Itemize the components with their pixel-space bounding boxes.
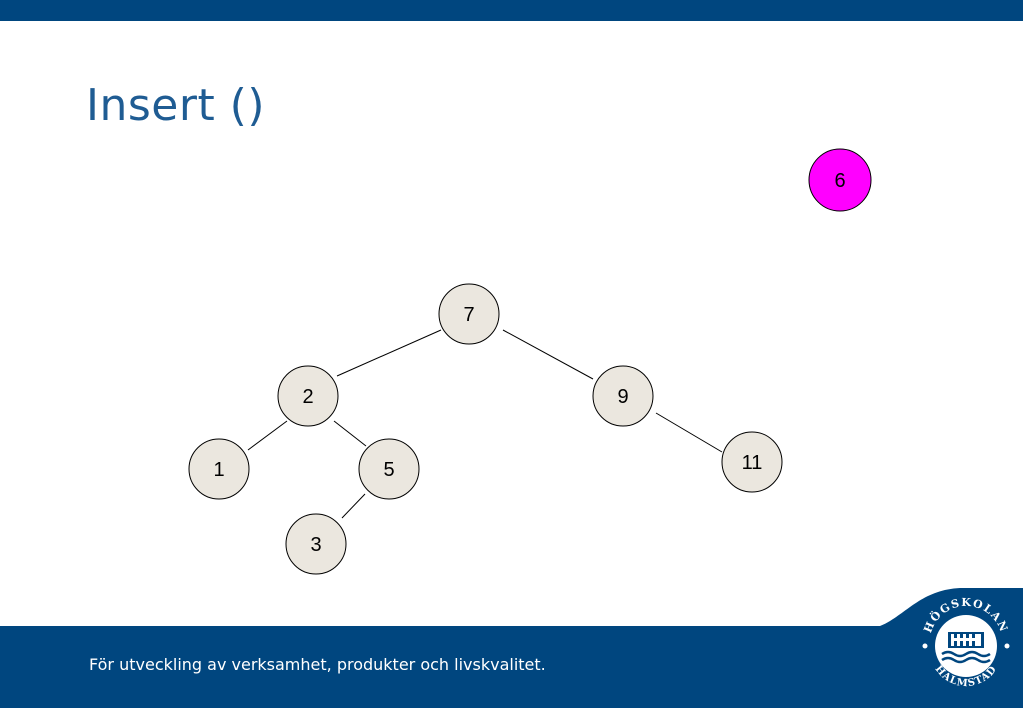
tree-node-1: 1: [188, 438, 250, 500]
node-label: 9: [617, 386, 628, 408]
node-label: 11: [742, 452, 763, 474]
tree-node-7: 7: [438, 283, 500, 345]
node-label: 7: [463, 304, 474, 326]
edge-2-5: [333, 420, 367, 447]
hogskolan-halmstad-logo: HÖGSKOLAN HALMSTAD: [921, 596, 1010, 689]
node-label: 1: [213, 459, 224, 481]
footer-slogan: För utveckling av verksamhet, produkter …: [89, 655, 546, 674]
node-label: 2: [302, 386, 313, 408]
node-label: 6: [834, 170, 845, 192]
edge-7-9: [502, 329, 594, 380]
tree-node-5: 5: [358, 438, 420, 500]
tree-edges: [247, 329, 723, 519]
edge-5-3: [341, 493, 366, 519]
tree-node-3: 3: [285, 513, 347, 575]
edge-9-11: [655, 412, 723, 453]
tree-node-9: 9: [592, 365, 654, 427]
tree-node-2: 2: [277, 365, 339, 427]
slide-title: Insert (): [86, 80, 266, 131]
header-bar: [0, 0, 1023, 21]
new-node-6: 6: [808, 148, 872, 212]
node-label: 3: [310, 534, 321, 556]
tree-node-11: 11: [721, 431, 783, 493]
edge-2-1: [247, 420, 288, 451]
node-label: 5: [383, 459, 394, 481]
footer-band: [0, 588, 1023, 708]
edge-7-2: [336, 329, 442, 377]
